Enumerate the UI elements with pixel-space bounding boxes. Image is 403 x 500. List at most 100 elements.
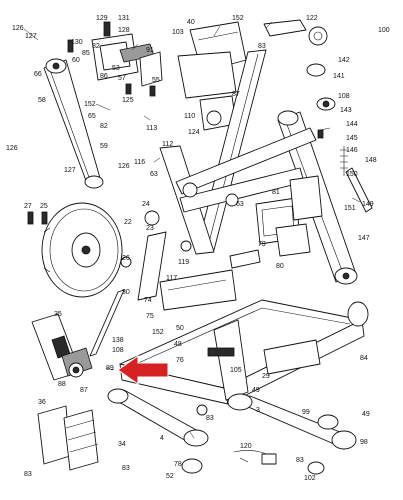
part-label: 143 — [340, 107, 352, 114]
part-label: 83 — [296, 457, 304, 464]
part-label: 23 — [146, 225, 154, 232]
part-label: 58 — [38, 97, 46, 104]
part-label: 129 — [96, 15, 108, 22]
part-label: 113 — [146, 125, 157, 132]
part-label: 119 — [178, 259, 189, 266]
part-label: 49 — [362, 411, 370, 418]
part-label: 83 — [206, 415, 214, 422]
front-stabilizer — [107, 388, 209, 447]
center-shaft — [159, 240, 261, 311]
pedals — [37, 405, 99, 471]
part-label: 108 — [338, 93, 350, 100]
left-upper-arm — [43, 58, 104, 189]
part-label: 22 — [124, 219, 132, 226]
flywheel — [41, 202, 123, 298]
top-right-parts — [263, 19, 373, 213]
part-label: 142 — [338, 57, 350, 64]
part-label: 84 — [360, 355, 368, 362]
part-label: 130 — [71, 39, 83, 46]
part-label: 126 — [118, 163, 130, 170]
part-label: 108 — [112, 347, 124, 354]
part-label: 52 — [166, 473, 174, 480]
part-label: 127 — [64, 167, 76, 174]
rear-stabilizer — [227, 301, 369, 450]
part-label: 3 — [256, 407, 260, 414]
part-label: 30 — [122, 289, 130, 296]
part-label: 25 — [40, 203, 48, 210]
part-label: 103 — [172, 29, 184, 36]
part-label: 128 — [118, 27, 130, 34]
part-label: 29 — [262, 373, 270, 380]
part-label: 83 — [258, 43, 266, 50]
part-label: 74 — [144, 297, 152, 304]
part-label: 110 — [184, 113, 195, 120]
part-label: 91 — [146, 47, 154, 54]
part-labels: 126 127 130 129 131 128 82 91 103 40 152… — [6, 15, 390, 482]
part-label: 24 — [142, 201, 150, 208]
part-label: 147 — [358, 235, 370, 242]
part-label: 145 — [346, 135, 358, 142]
part-label: 124 — [188, 129, 200, 136]
part-label: 89 — [106, 365, 114, 372]
part-label: 34 — [118, 441, 126, 448]
part-label: 122 — [306, 15, 318, 22]
part-label: 148 — [365, 157, 377, 164]
part-label: 127 — [25, 33, 37, 40]
part-label: 80 — [276, 263, 284, 270]
part-label: 146 — [346, 147, 358, 154]
part-label: 76 — [176, 357, 184, 364]
part-label: 131 — [118, 15, 130, 22]
part-label: 66 — [34, 71, 42, 78]
part-label: 117 — [166, 275, 177, 282]
part-label: 82 — [92, 43, 100, 50]
part-label: 83 — [24, 471, 32, 478]
part-label: 78 — [174, 461, 182, 468]
part-label: 35 — [54, 311, 62, 318]
part-label: 112 — [162, 141, 173, 148]
highlight-arrow — [117, 355, 169, 385]
part-label: 36 — [38, 399, 46, 406]
part-label: 87 — [232, 91, 240, 98]
bottom-parts — [181, 450, 325, 475]
part-label: 100 — [378, 27, 390, 34]
part-label: 152 — [232, 15, 244, 22]
part-label: 83 — [122, 465, 130, 472]
part-label: 120 — [240, 443, 252, 450]
resistance-block — [255, 175, 323, 257]
left-pedal-assembly — [31, 289, 125, 381]
part-label: 57 — [118, 75, 126, 82]
part-label: 27 — [24, 203, 32, 210]
part-label: 81 — [272, 189, 280, 196]
leader-lines — [23, 21, 361, 439]
part-label: 149 — [362, 201, 374, 208]
part-label: 50 — [176, 325, 184, 332]
part-label: 141 — [333, 73, 345, 80]
part-label: 53 — [112, 65, 120, 72]
part-label: 151 — [344, 205, 356, 212]
part-label: 87 — [80, 387, 88, 394]
part-label: 125 — [122, 97, 134, 104]
part-label: 138 — [112, 337, 124, 344]
part-label: 63 — [236, 201, 244, 208]
part-label: 126 — [6, 145, 18, 152]
highlight-arrow-shape — [117, 355, 169, 385]
part-label: 59 — [100, 143, 108, 150]
part-label: 55 — [152, 77, 160, 84]
part-label: 102 — [304, 475, 316, 482]
drive-pulley — [27, 210, 167, 301]
part-label: 4 — [160, 435, 164, 442]
part-label: 98 — [360, 439, 368, 446]
part-label: 65 — [88, 113, 96, 120]
part-label: 116 — [134, 159, 145, 166]
part-label: 126 — [12, 25, 24, 32]
part-label: 105 — [230, 367, 242, 374]
part-label: 75 — [146, 313, 154, 320]
part-label: 48 — [174, 341, 182, 348]
part-label: 49 — [252, 387, 260, 394]
part-label: 150 — [346, 171, 358, 178]
upper-left-bracket-assembly — [67, 21, 163, 97]
part-label: 60 — [72, 57, 80, 64]
part-label: 152 — [84, 101, 96, 108]
part-label: 40 — [187, 19, 195, 26]
part-label: 82 — [100, 123, 108, 130]
